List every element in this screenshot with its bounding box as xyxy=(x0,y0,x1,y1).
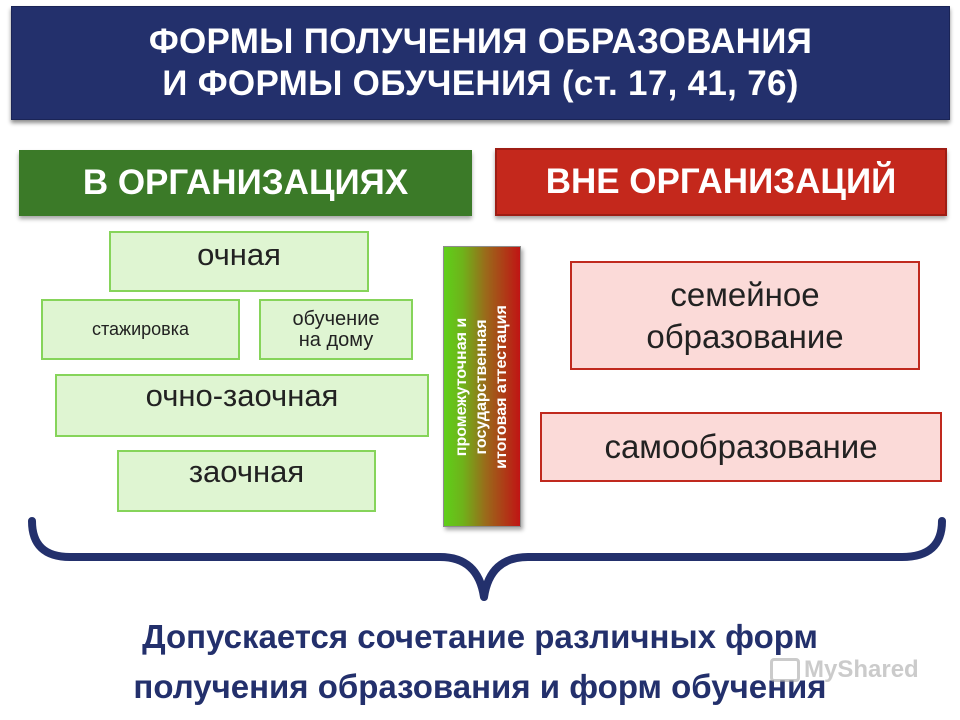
attestation-line-2: государственная xyxy=(473,318,490,455)
form-home-schooling-label: обучение на дому xyxy=(292,307,380,351)
title-line-1: ФОРМЫ ПОЛУЧЕНИЯ ОБРАЗОВАНИЯ xyxy=(148,22,813,61)
form-full-time: очная xyxy=(109,231,369,292)
form-full-time-label: очная xyxy=(197,237,281,272)
title-banner: ФОРМЫ ПОЛУЧЕНИЯ ОБРАЗОВАНИЯ И ФОРМЫ ОБУЧ… xyxy=(11,6,950,120)
form-family-education-label: семейное образование xyxy=(646,276,844,355)
form-internship: стажировка xyxy=(41,299,240,360)
attestation-text: промежуточная и государственная итоговая… xyxy=(452,247,512,526)
form-home-schooling: обучение на дому xyxy=(259,299,413,360)
conclusion-text: Допускается сочетание различных форм пол… xyxy=(0,612,960,712)
form-correspondence-label: заочная xyxy=(188,454,305,489)
form-internship-label: стажировка xyxy=(91,319,189,339)
title-line-2: И ФОРМЫ ОБУЧЕНИЯ (ст. 17, 41, 76) xyxy=(162,64,799,103)
conclusion-line-1: Допускается сочетание различных форм xyxy=(142,618,818,655)
attestation-line-1: промежуточная и xyxy=(453,317,470,456)
watermark: MyShared xyxy=(770,656,919,684)
form-self-education-label: самообразование xyxy=(604,428,878,466)
outside-organizations-header: ВНЕ ОРГАНИЗАЦИЙ xyxy=(495,148,947,216)
form-part-time: очно-заочная xyxy=(55,374,429,437)
form-self-education: самообразование xyxy=(540,412,942,482)
form-part-time-label: очно-заочная xyxy=(145,378,339,413)
presentation-icon xyxy=(770,658,800,682)
attestation-bar: промежуточная и государственная итоговая… xyxy=(443,246,521,527)
conclusion-line-2: получения образования и форм обучения xyxy=(133,668,827,705)
attestation-line-3: итоговая аттестация xyxy=(493,304,510,469)
form-correspondence: заочная xyxy=(117,450,376,512)
form-family-education: семейное образование xyxy=(570,261,920,370)
in-organizations-header: В ОРГАНИЗАЦИЯХ xyxy=(19,150,472,216)
watermark-label: MyShared xyxy=(804,656,919,683)
